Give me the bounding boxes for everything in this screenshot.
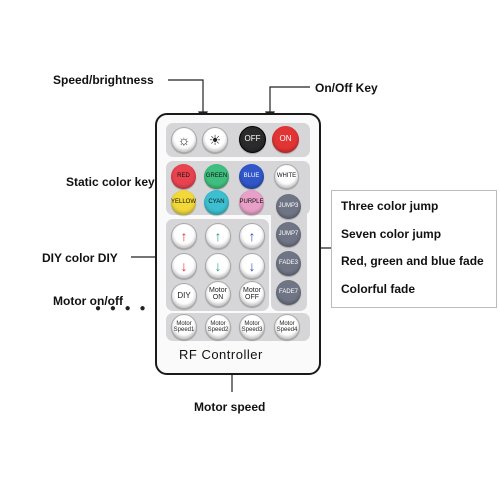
callout-static-color-key: Static color key — [66, 175, 155, 189]
on-button[interactable]: ON — [272, 126, 299, 153]
callout-diy-color: DIY color DIY — [42, 251, 118, 265]
motor-speed1-button[interactable]: Motor Speed1 — [171, 314, 197, 340]
fade3-button[interactable]: FADE3 — [276, 251, 301, 276]
color-green-button[interactable]: GREEN — [204, 164, 229, 189]
sun-bright-icon: ☀ — [208, 131, 222, 148]
arrow-down-icon: ↓ — [214, 257, 222, 274]
motor-speed3-button[interactable]: Motor Speed3 — [239, 314, 265, 340]
jump7-button[interactable]: JUMP7 — [276, 222, 301, 247]
brightness-up-button[interactable]: ☀ — [202, 127, 228, 153]
color-white-button[interactable]: WHITE — [274, 164, 299, 189]
arrow-up-icon: ↑ — [214, 227, 222, 244]
color-cyan-button[interactable]: CYAN — [204, 190, 229, 215]
speed2-label-1: Motor — [210, 320, 226, 327]
motor-dots-icon: ● ● ● ● — [95, 303, 149, 314]
diy-button[interactable]: DIY — [171, 283, 197, 309]
feature-seven-color-jump: Seven color jump — [341, 227, 442, 241]
feature-three-color-jump: Three color jump — [341, 199, 439, 213]
callout-on-off-key: On/Off Key — [315, 81, 378, 95]
motor-off-label-2: OFF — [245, 294, 259, 301]
motor-on-label-1: Motor — [209, 286, 227, 294]
callout-speed-brightness: Speed/brightness — [53, 73, 154, 87]
feature-colorful-fade: Colorful fade — [341, 282, 415, 296]
brand-label: RF Controller — [179, 347, 263, 362]
blue-up-button[interactable]: ↑ — [239, 223, 265, 249]
color-blue-button[interactable]: BLUE — [239, 164, 264, 189]
rf-remote: ☼ ☀ OFF ON RED GREEN BLUE WHITE YELLOW C… — [155, 113, 321, 375]
brightness-down-button[interactable]: ☼ — [171, 127, 197, 153]
callout-line-speed — [168, 79, 204, 113]
blue-down-button[interactable]: ↓ — [239, 253, 265, 279]
arrow-up-icon: ↑ — [180, 227, 188, 244]
fade7-button[interactable]: FADE7 — [276, 280, 301, 305]
speed4-label-1: Motor — [279, 320, 295, 327]
motor-off-button[interactable]: Motor OFF — [239, 281, 265, 307]
arrow-up-icon: ↑ — [248, 227, 256, 244]
speed3-label-2: Speed3 — [241, 327, 263, 333]
callout-motor-on-off: Motor on/off — [53, 294, 123, 308]
sun-dim-icon: ☼ — [177, 131, 191, 148]
motor-speed2-button[interactable]: Motor Speed2 — [205, 314, 231, 340]
speed4-label-2: Speed4 — [276, 327, 298, 333]
color-yellow-button[interactable]: YELLOW — [171, 190, 196, 215]
callout-line-onoff — [269, 86, 310, 113]
mode-feature-box: Three color jump Seven color jump Red, g… — [331, 190, 497, 308]
arrow-down-icon: ↓ — [180, 257, 188, 274]
red-up-button[interactable]: ↑ — [171, 223, 197, 249]
motor-on-button[interactable]: Motor ON — [205, 281, 231, 307]
speed3-label-1: Motor — [244, 320, 260, 327]
motor-on-label-2: ON — [212, 294, 224, 301]
motor-speed4-button[interactable]: Motor Speed4 — [274, 314, 300, 340]
speed2-label-2: Speed2 — [207, 327, 229, 333]
red-down-button[interactable]: ↓ — [171, 253, 197, 279]
color-red-button[interactable]: RED — [171, 164, 196, 189]
color-purple-button[interactable]: PURPLE — [239, 190, 264, 215]
motor-off-label-1: Motor — [243, 286, 261, 294]
speed1-label-2: Speed1 — [173, 327, 195, 333]
green-down-button[interactable]: ↓ — [205, 253, 231, 279]
jump3-button[interactable]: JUMP3 — [276, 194, 301, 219]
feature-rgb-fade: Red, green and blue fade — [341, 254, 484, 268]
arrow-down-icon: ↓ — [248, 257, 256, 274]
green-up-button[interactable]: ↑ — [205, 223, 231, 249]
speed1-label-1: Motor — [176, 320, 192, 327]
callout-motor-speed: Motor speed — [194, 400, 266, 414]
off-button[interactable]: OFF — [239, 126, 266, 153]
